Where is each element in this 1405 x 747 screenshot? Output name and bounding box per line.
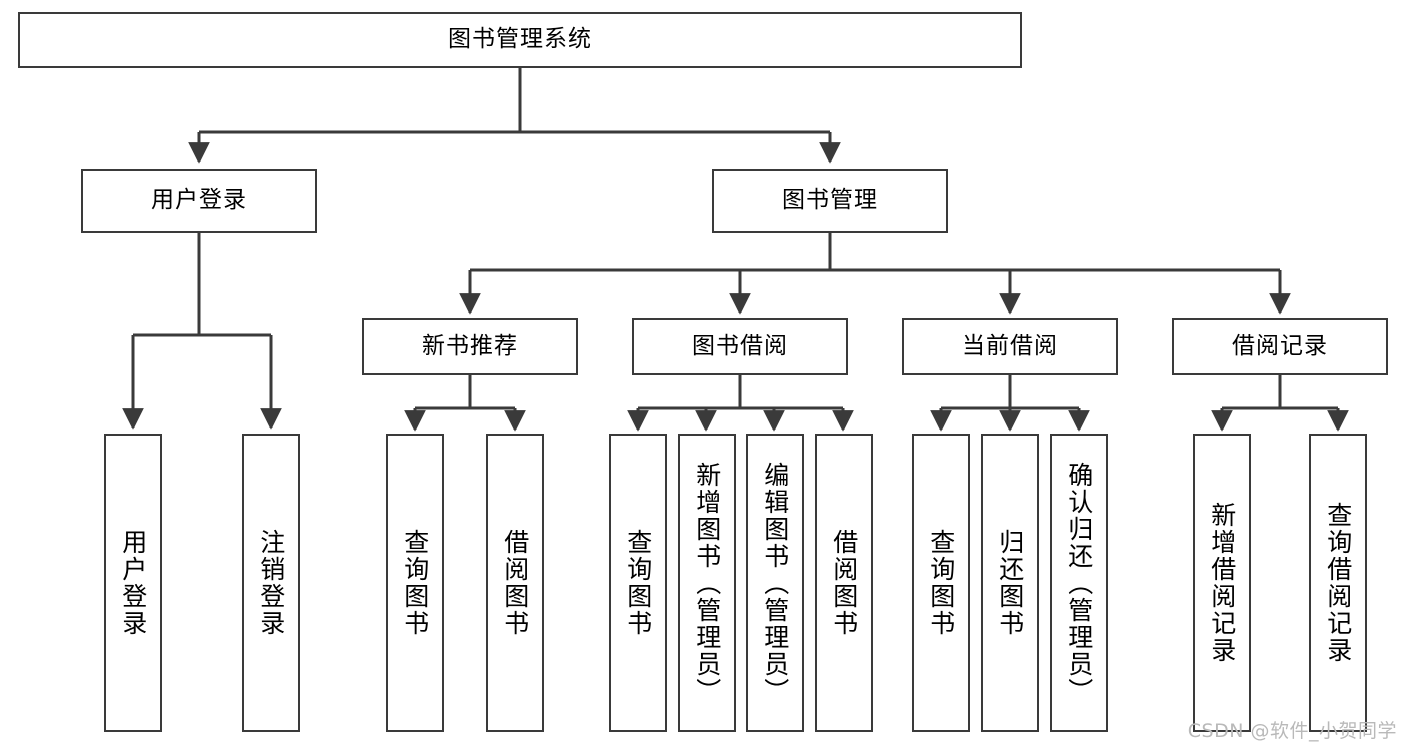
- node-label: 图书管理: [782, 187, 878, 214]
- node-leaf-edit-book[interactable]: 编辑图书（管理员）: [746, 434, 804, 732]
- node-label: 查询图书: [400, 529, 430, 637]
- node-label: 图书管理系统: [448, 26, 592, 53]
- node-leaf-query-book-1[interactable]: 查询图书: [386, 434, 444, 732]
- node-label: 用户登录: [151, 187, 247, 214]
- node-book-borrow[interactable]: 图书借阅: [632, 318, 848, 375]
- node-label: 查询图书: [926, 529, 956, 637]
- node-label: 借阅记录: [1232, 332, 1328, 359]
- node-leaf-return-book[interactable]: 归还图书: [981, 434, 1039, 732]
- watermark-csdn: CSDN @软件_小贺同学: [1187, 720, 1397, 742]
- node-label: 查询借阅记录: [1323, 502, 1353, 664]
- node-leaf-borrow-book-2[interactable]: 借阅图书: [815, 434, 873, 732]
- node-leaf-user-login[interactable]: 用户登录: [104, 434, 162, 732]
- node-label: 归还图书: [995, 529, 1025, 637]
- node-root-book-management-system[interactable]: 图书管理系统: [18, 12, 1022, 68]
- node-leaf-confirm-return[interactable]: 确认归还（管理员）: [1050, 434, 1108, 732]
- node-leaf-borrow-book-1[interactable]: 借阅图书: [486, 434, 544, 732]
- node-leaf-add-book[interactable]: 新增图书（管理员）: [678, 434, 736, 732]
- node-label: 新书推荐: [422, 332, 518, 359]
- node-label: 新增图书（管理员）: [692, 461, 722, 705]
- node-label: 用户登录: [118, 529, 148, 637]
- node-label: 当前借阅: [962, 332, 1058, 359]
- node-new-book-recommend[interactable]: 新书推荐: [362, 318, 578, 375]
- node-leaf-query-record[interactable]: 查询借阅记录: [1309, 434, 1367, 732]
- node-leaf-query-book-3[interactable]: 查询图书: [912, 434, 970, 732]
- node-label: 注销登录: [256, 529, 286, 637]
- node-label: 图书借阅: [692, 332, 788, 359]
- node-current-borrow[interactable]: 当前借阅: [902, 318, 1118, 375]
- node-label: 编辑图书（管理员）: [760, 461, 790, 705]
- node-label: 查询图书: [623, 529, 653, 637]
- node-leaf-logout[interactable]: 注销登录: [242, 434, 300, 732]
- node-label: 新增借阅记录: [1207, 502, 1237, 664]
- node-leaf-query-book-2[interactable]: 查询图书: [609, 434, 667, 732]
- node-book-manage[interactable]: 图书管理: [712, 169, 948, 233]
- node-user-login[interactable]: 用户登录: [81, 169, 317, 233]
- node-label: 确认归还（管理员）: [1064, 461, 1094, 705]
- node-borrow-record[interactable]: 借阅记录: [1172, 318, 1388, 375]
- node-label: 借阅图书: [500, 529, 530, 637]
- node-label: 借阅图书: [829, 529, 859, 637]
- node-leaf-add-record[interactable]: 新增借阅记录: [1193, 434, 1251, 732]
